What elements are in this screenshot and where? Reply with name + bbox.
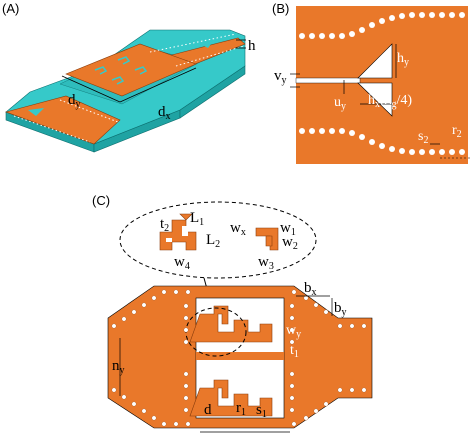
resonator-upper xyxy=(189,305,273,343)
resonator-lower xyxy=(189,379,273,417)
dim-s1: s1 xyxy=(256,402,267,420)
copper-structure-a xyxy=(5,33,246,145)
dim-r2: r2 xyxy=(452,123,462,140)
panel-c: (C) t2 L1 L2 w4 wx w1 w2 w3 xyxy=(92,193,373,433)
unit-cell-left xyxy=(159,213,197,251)
dim-vy: vy xyxy=(274,68,287,86)
dim-t2: t2 xyxy=(160,216,169,234)
siw-board xyxy=(107,285,373,429)
via-row-bottom xyxy=(299,128,465,155)
dim-ny: ny xyxy=(112,358,125,376)
dim-by: by xyxy=(334,300,347,318)
dim-uy: uy xyxy=(334,95,346,112)
dim-h: h xyxy=(248,38,256,54)
via-row-top xyxy=(299,12,465,39)
dim-wy: wy xyxy=(286,323,301,340)
dim-dy: dy xyxy=(68,92,81,110)
dim-t1: t1 xyxy=(290,343,299,360)
dim-w4: w4 xyxy=(174,254,190,272)
panel-a-dims xyxy=(61,39,246,103)
dim-hy: hy xyxy=(397,51,409,68)
panel-a-label: (A) xyxy=(2,1,19,16)
dim-dx: dx xyxy=(158,104,171,122)
dim-L2: L2 xyxy=(206,232,220,250)
dim-bx: bx xyxy=(304,280,317,298)
dim-w2: w2 xyxy=(282,234,298,252)
panel-b: (B) hy vy uy hx(λg/4) s2 r2 xyxy=(272,1,470,164)
unit-cell-right xyxy=(255,227,279,251)
dim-w3: w3 xyxy=(258,254,274,272)
dim-r1: r1 xyxy=(236,400,246,418)
feed-slot xyxy=(295,77,361,84)
dim-s2: s2 xyxy=(418,129,428,146)
dim-hx: hx(λg/4) xyxy=(368,93,412,110)
panel-b-label: (B) xyxy=(272,1,289,16)
zoom-ellipse xyxy=(119,201,317,279)
board-vias xyxy=(111,289,367,427)
panel-a: (A) xyxy=(2,1,256,153)
dim-w1: w1 xyxy=(280,220,296,238)
panel-c-label: (C) xyxy=(92,193,110,208)
dim-L1: L1 xyxy=(190,210,204,228)
taper-upper xyxy=(357,43,393,79)
taper-lower xyxy=(357,82,393,117)
dim-wx: wx xyxy=(230,220,246,238)
dim-d: d xyxy=(204,402,212,418)
panel-b-dims xyxy=(290,44,440,145)
panel-c-dims xyxy=(119,295,333,433)
center-strip xyxy=(196,352,284,360)
